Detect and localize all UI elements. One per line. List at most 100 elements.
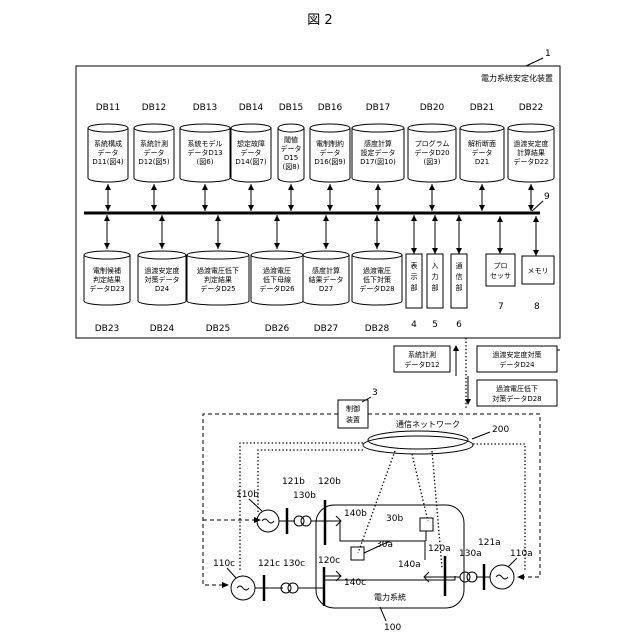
processor-label-2: セッサ [490,272,511,280]
db-label-db23-1: 判定結果 [93,275,121,284]
device-title: 電力系統安定化装置 [481,73,553,83]
unit-4-arrow-a [411,215,417,221]
msg-transient-1: 過渡安定度対策 [493,350,542,359]
db-arrow-db27-arrow-a [323,215,329,221]
db-arrow-db21-arrow-b [479,205,485,211]
db-arrow-db15-arrow-b [288,205,294,211]
network-ellipse-2 [363,436,473,454]
db-cyl-db14-top [231,124,271,132]
db-label-db16-1: データ [320,148,341,157]
db-arrow-db12-arrow-b [151,205,157,211]
db-db11: DB11系統構成データD11(図4) [88,103,128,211]
net-link-30b [412,454,428,521]
db-cyl-db23-top [84,251,130,259]
unit-label-6-1: 信 [456,272,463,281]
db-label-db25-1: 判定結果 [204,275,232,284]
db-arrow-db13-arrow-b [202,205,208,211]
controller-label-2: 装置 [346,415,360,424]
db-arrow-db20-arrow-b [429,205,435,211]
processor-arrow-up [497,216,503,222]
db-db25: 過渡電圧低下判定結果データD25DB25 [187,215,249,334]
label-110a: 110a [510,549,533,559]
db-id-db21: DB21 [470,103,495,113]
db-db17: DB17感度計算設定データD17(図10) [352,103,404,211]
processor-arrow-down [497,248,503,254]
unit-5-arrow-b [432,248,438,254]
device-ref: 1 [545,49,551,59]
db-label-db23-2: データD23 [89,284,124,293]
db-db14: DB14想定故障データD14(図7) [231,103,271,211]
msg-measurement-1: 系統計測 [408,350,436,359]
db-arrow-db14-arrow-b [248,205,254,211]
db-db27: 感度計算結果データD27DB27 [303,215,349,334]
db-arrow-db16-arrow-b [327,205,333,211]
db-label-db13-1: データD13 [187,148,222,157]
network-ellipse-1 [368,431,468,449]
transformer-130c-2 [288,583,298,593]
unit-label-4-2: 部 [411,283,418,292]
db-id-db23: DB23 [95,324,120,334]
label-110b: 110b [236,490,259,500]
unit-label-4-1: 示 [411,273,418,281]
db-label-db21-0: 解析断面 [468,139,496,148]
db-label-db25-2: データD25 [200,284,235,293]
db-label-db28-0: 過渡電圧 [363,266,391,275]
db-db12: DB12系統計測データD12(図5) [134,103,174,211]
db-label-db28-2: データD28 [359,284,394,293]
db-label-db24-2: D24 [155,285,170,293]
control-arrow-110c [222,582,229,588]
network-ref-leader [472,432,490,439]
power-system-ref: 100 [384,623,401,633]
db-label-db11-0: 系統構成 [94,139,122,148]
db-id-db14: DB14 [239,103,264,113]
db-label-db11-2: D11(図4) [92,158,123,166]
unit-ref-4: 4 [411,320,417,330]
label-30b: 30b [386,514,403,524]
db-label-db16-0: 電制制約 [316,139,344,148]
processor-ref: 7 [498,302,504,312]
db-arrow-db25-arrow-a [215,215,221,221]
unit-5-arrow-a [432,215,438,221]
db-label-db14-1: データ [241,148,262,157]
db-label-db24-0: 過渡安定度 [145,266,180,275]
label-120b: 120b [318,477,341,487]
unit-ref-5: 5 [432,320,438,330]
unit-label-6-0: 通 [456,261,463,270]
db-label-db28-1: 低下対策 [363,275,391,284]
control-arrow-110a [517,574,524,580]
db-label-db13-0: 系統モデル [188,139,223,148]
unit-6-arrow-b [456,248,462,254]
db-label-db20-0: プログラム [415,139,450,148]
db-label-db22-0: 過渡安定度 [514,139,549,148]
db-label-db20-2: (図3) [424,158,441,166]
unit-label-5-1: 力 [432,272,439,281]
db-db16: DB16電制制約データD16(図9) [310,103,350,211]
unit-5: 入力部5 [427,215,443,330]
db-arrow-db28-arrow-a [374,215,380,221]
label-121b: 121b [282,477,305,487]
db-id-db16: DB16 [318,103,343,113]
db-arrow-db24-arrow-b [159,243,165,249]
db-id-db28: DB28 [365,324,390,334]
db-id-db17: DB17 [366,103,391,113]
msg-transient-2: データD24 [499,360,535,369]
device-30a [351,547,364,560]
db-arrow-db26-arrow-a [274,215,280,221]
db-cyl-db11-top [88,124,128,132]
db-cyl-db12-top [134,124,174,132]
db-arrow-db16-arrow-a [327,184,333,190]
db-id-db12: DB12 [142,103,167,113]
db-label-db17-1: 設定データ [361,148,396,157]
db-cyl-db20-top [408,124,456,132]
db-cyl-db17-top [352,124,404,132]
db-db15: DB15閾値データD15(図8) [278,103,304,211]
generator-110c-symbol [237,586,249,590]
db-label-db21-2: D21 [475,158,489,166]
db-label-db20-1: データD20 [414,148,449,157]
db-cyl-db13-top [180,124,230,132]
db-label-db12-2: D12(図5) [138,158,169,166]
label-121a: 121a [478,538,501,548]
label-140a: 140a [398,560,421,570]
